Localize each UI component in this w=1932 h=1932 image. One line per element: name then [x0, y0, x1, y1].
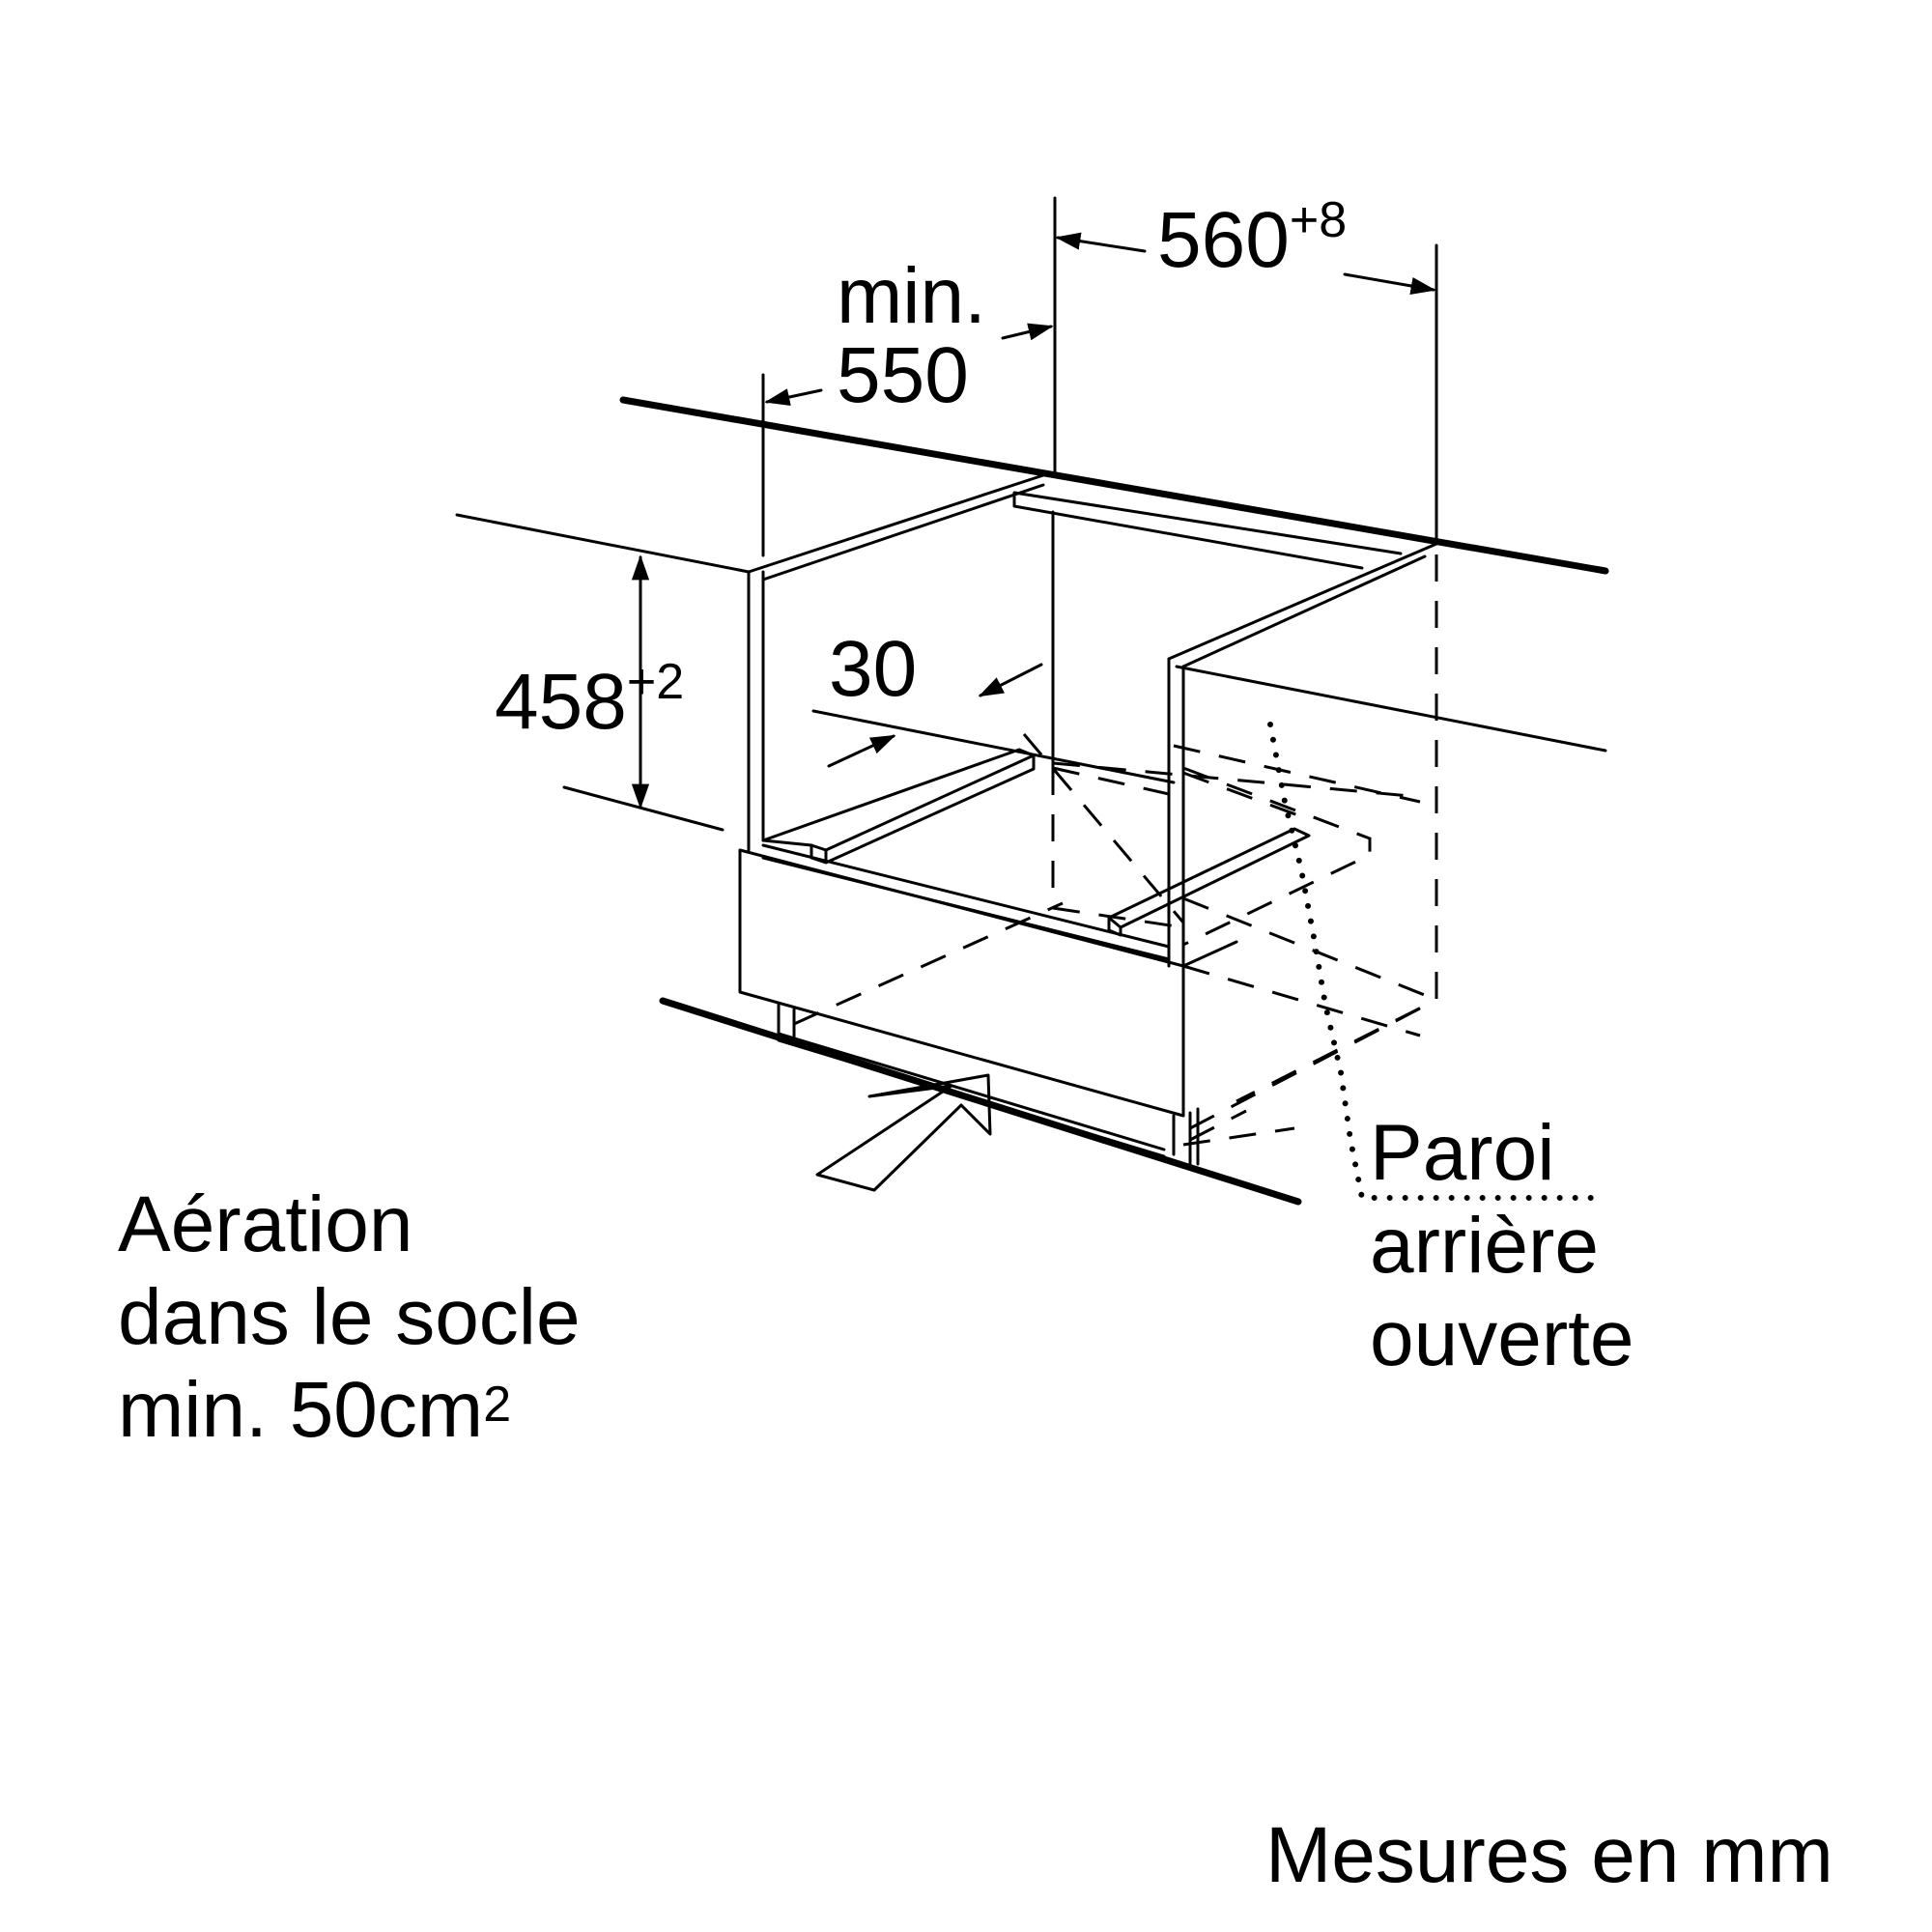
depth-min-label: min.	[837, 252, 986, 340]
height-reference-bottom	[562, 785, 724, 832]
depth-arrow-right	[1001, 323, 1054, 341]
right-reference-top	[1175, 665, 1607, 753]
back-wall-note: Paroi arrière ouverte	[1370, 1109, 1634, 1382]
ventilation-arrow-icon	[815, 1073, 992, 1192]
gap-arrow-bottom	[827, 734, 896, 768]
height-dimension-label: 458+2	[495, 654, 685, 746]
width-dimension-label: 560+8	[1157, 192, 1348, 284]
depth-arrow-left	[764, 388, 823, 406]
back-wall-dotted-leader	[1267, 722, 1606, 1201]
drawer-body	[738, 848, 1238, 1171]
units-note: Mesures en mm	[1265, 1811, 1833, 1899]
width-arrow-right	[1343, 272, 1436, 295]
depth-dimension-label: 550	[837, 331, 969, 419]
height-reference-top	[455, 513, 751, 574]
countertop-line	[619, 396, 1609, 575]
niche-frame	[747, 471, 1438, 968]
gap-reference-line	[811, 709, 1176, 784]
gap-dimension-label: 30	[829, 625, 918, 713]
hidden-edges	[793, 554, 1438, 1147]
ventilation-note: Aération dans le socle min. 50cm2	[118, 1180, 581, 1454]
gap-arrow-top	[978, 663, 1043, 697]
width-arrow-left	[1055, 232, 1147, 253]
